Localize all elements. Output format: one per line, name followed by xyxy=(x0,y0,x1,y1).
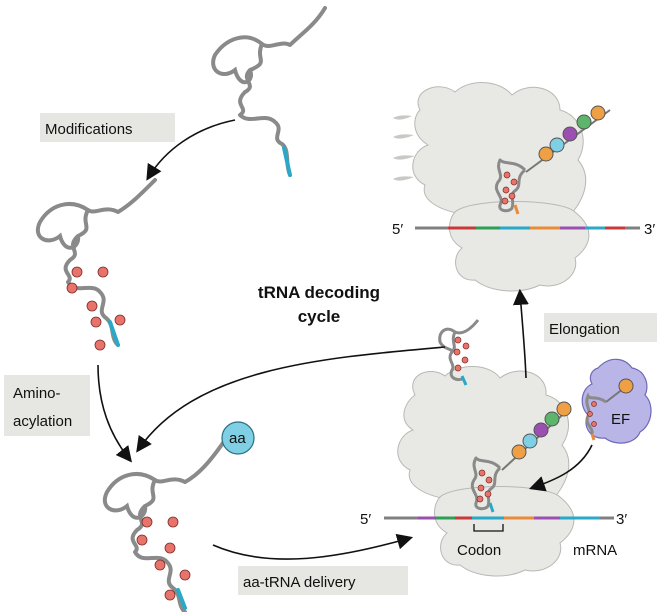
codon-label: Codon xyxy=(457,542,501,559)
mrna-label: mRNA xyxy=(573,542,617,559)
modifications-dots xyxy=(66,266,126,351)
cycle-arrows xyxy=(97,119,593,560)
aa-ball xyxy=(221,421,255,455)
ef-complex: EF xyxy=(581,358,652,444)
trna-unmodified xyxy=(211,6,327,177)
aminoacylation-label-line2: acylation xyxy=(13,413,72,430)
ribosome-bottom-small-subunit xyxy=(434,486,575,577)
five-prime-label-top: 5′ xyxy=(392,221,403,238)
five-prime-label-bottom: 5′ xyxy=(360,511,371,528)
aa-label: aa xyxy=(229,430,246,447)
peptide-chain-bottom xyxy=(511,401,572,460)
ef-aa-ball xyxy=(618,378,634,394)
arrow-trna-return xyxy=(136,346,446,453)
cycle-title-line1: tRNA decoding xyxy=(258,283,380,302)
arrow-ef-to-ribosome xyxy=(528,444,593,492)
delivery-label: aa-tRNA delivery xyxy=(243,574,356,591)
peptide-chain-top xyxy=(538,105,606,162)
aminoacylation-label-line1: Amino- xyxy=(13,385,61,402)
codon-bracket xyxy=(473,524,504,532)
trna-aminoacylated: aa xyxy=(103,421,255,612)
ef-factor-shape xyxy=(581,358,652,444)
cycle-title-line2: cycle xyxy=(298,307,341,326)
arrow-elongation xyxy=(512,288,529,379)
ribosome-bottom: 5′ 3′ Codon mRNA xyxy=(360,365,627,577)
trna-in-ribosome-bottom xyxy=(470,456,502,511)
ef-label: EF xyxy=(611,411,630,428)
ribosome-bottom-large-subunit xyxy=(397,365,570,501)
trna-exiting xyxy=(438,319,480,386)
motion-streaks xyxy=(393,115,415,181)
trna-on-ef xyxy=(585,392,607,435)
elongation-label: Elongation xyxy=(549,321,620,338)
three-prime-label-bottom: 3′ xyxy=(616,511,627,528)
three-prime-label-top: 3′ xyxy=(644,221,655,238)
elongation-label-box xyxy=(544,313,657,342)
ribosome-top: 5′ 3′ xyxy=(392,82,655,292)
aminoacylation-label-box xyxy=(4,375,90,436)
arrow-aminoacylation xyxy=(97,364,132,463)
arrow-modifications xyxy=(146,119,236,181)
ribosome-top-large-subunit xyxy=(412,82,587,216)
ribosome-top-small-subunit xyxy=(449,201,590,292)
delivery-label-box xyxy=(238,566,408,595)
trna-in-ribosome-top xyxy=(494,158,527,213)
modifications-label: Modifications xyxy=(45,121,133,138)
modifications-label-box xyxy=(40,113,175,142)
trna-modified xyxy=(36,178,157,351)
arrow-delivery xyxy=(212,533,414,560)
